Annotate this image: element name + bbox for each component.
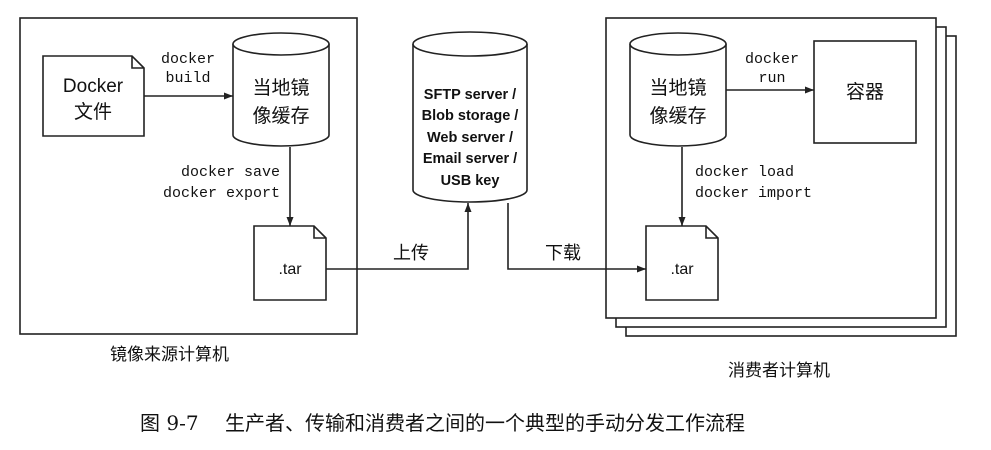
consumer-cache-cylinder xyxy=(629,32,727,147)
consumer-machine-label: 消费者计算机 xyxy=(728,361,830,381)
dockerfile-label-line2: 文件 xyxy=(74,101,112,123)
storage-cylinder xyxy=(412,31,528,203)
run-command-line1: docker xyxy=(745,51,799,68)
storage-line-2: Blob storage / xyxy=(422,108,519,124)
load-command: docker load xyxy=(695,164,794,181)
source-machine-label: 镜像来源计算机 xyxy=(110,345,229,365)
build-command-line1: docker xyxy=(161,51,215,68)
source-cache-cylinder xyxy=(232,32,330,147)
consumer-cache-label-line1: 当地镜 xyxy=(649,77,706,99)
storage-line-3: Web server / xyxy=(427,130,513,146)
build-command-line2: build xyxy=(165,70,210,87)
storage-line-4: Email server / xyxy=(423,151,517,167)
upload-label: 上传 xyxy=(393,243,429,264)
consumer-cache-label-line2: 像缓存 xyxy=(649,105,706,127)
storage-line-5: USB key xyxy=(441,173,500,189)
upload-arrow xyxy=(326,203,472,270)
import-command: docker import xyxy=(695,185,812,202)
dockerfile-document xyxy=(42,55,145,137)
run-command-line2: run xyxy=(758,70,785,87)
source-tar-label: .tar xyxy=(278,261,302,278)
container-label: 容器 xyxy=(846,81,884,103)
download-arrow xyxy=(507,203,646,273)
dockerfile-label-line1: Docker xyxy=(63,76,124,97)
source-machine-frame xyxy=(19,17,358,335)
consumer-tar-label: .tar xyxy=(670,261,694,278)
figure-number: 图 9-7 xyxy=(140,411,199,435)
consumer-tar-document xyxy=(645,225,719,301)
source-cache-label-line2: 像缓存 xyxy=(252,105,309,127)
figure-caption: 生产者、传输和消费者之间的一个典型的手动分发工作流程 xyxy=(225,411,745,435)
source-cache-label-line1: 当地镜 xyxy=(252,77,309,99)
storage-line-1: SFTP server / xyxy=(424,87,516,103)
container-box xyxy=(813,40,917,144)
save-command: docker save xyxy=(181,164,280,181)
export-command: docker export xyxy=(163,185,280,202)
download-label: 下载 xyxy=(545,243,581,264)
